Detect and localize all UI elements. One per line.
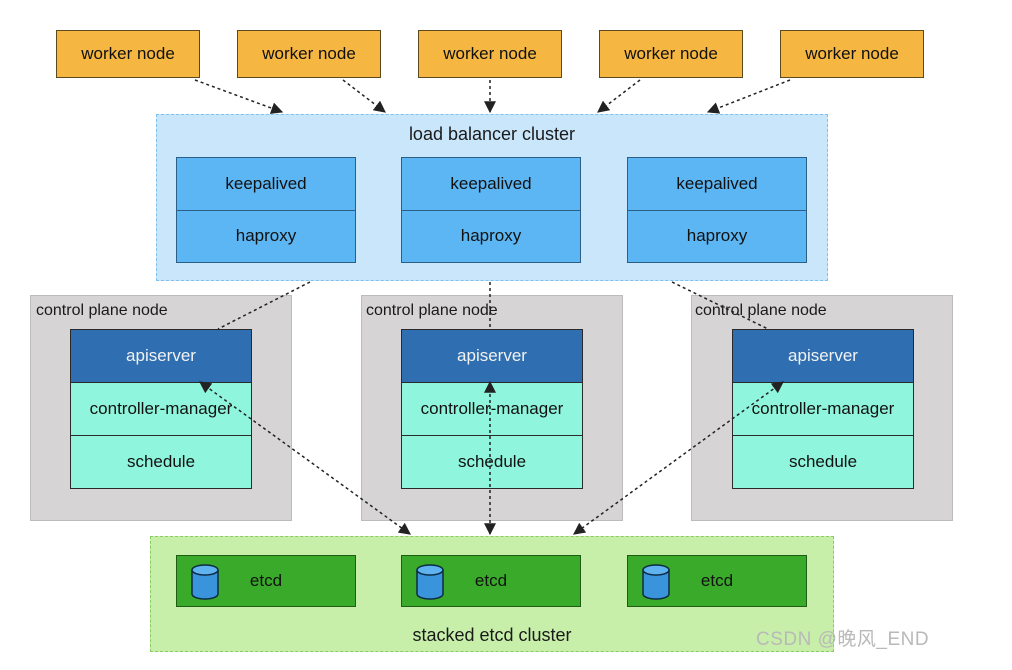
- etcd-label: etcd: [249, 571, 283, 590]
- worker-node-label: worker node: [443, 44, 537, 63]
- worker-node-label: worker node: [805, 44, 899, 63]
- csdn-watermark: CSDN @晚风_END: [756, 629, 930, 650]
- control-plane-node-label: control plane node: [695, 302, 827, 319]
- lb-node-3: keepalived haproxy: [627, 157, 807, 263]
- database-icon: [416, 564, 444, 600]
- control-plane-node-label: control plane node: [36, 302, 168, 319]
- worker-node-4: worker node: [599, 30, 743, 78]
- control-plane-stack-2: apiserver controller-manager schedule: [401, 329, 583, 489]
- worker-node-label: worker node: [81, 44, 175, 63]
- etcd-node-1: etcd: [176, 555, 356, 607]
- worker-node-1: worker node: [56, 30, 200, 78]
- stacked-etcd-cluster-title: stacked etcd cluster: [412, 625, 572, 645]
- etcd-label: etcd: [700, 571, 734, 590]
- etcd-node-2: etcd: [401, 555, 581, 607]
- database-icon: [642, 564, 670, 600]
- worker-node-5: worker node: [780, 30, 924, 78]
- control-plane-node-label: control plane node: [366, 302, 498, 319]
- worker-node-label: worker node: [624, 44, 718, 63]
- apiserver: apiserver: [733, 330, 913, 382]
- worker-1-to-lb: [194, 79, 284, 114]
- etcd-label: etcd: [474, 571, 508, 590]
- controller-manager: controller-manager: [71, 382, 251, 435]
- haproxy-label: haproxy: [628, 209, 806, 263]
- worker-node-2: worker node: [237, 30, 381, 78]
- controller-manager: controller-manager: [733, 382, 913, 435]
- lb-node-2: keepalived haproxy: [401, 157, 581, 263]
- database-icon: [191, 564, 219, 600]
- scheduler: schedule: [402, 435, 582, 488]
- worker-4-to-lb: [597, 79, 641, 113]
- etcd-node-3: etcd: [627, 555, 807, 607]
- control-plane-stack-3: apiserver controller-manager schedule: [732, 329, 914, 489]
- worker-node-3: worker node: [418, 30, 562, 78]
- keepalived-label: keepalived: [676, 173, 758, 193]
- apiserver: apiserver: [402, 330, 582, 382]
- worker-2-to-lb: [342, 79, 386, 113]
- lb-node-1: keepalived haproxy: [176, 157, 356, 263]
- load-balancer-cluster-title: load balancer cluster: [408, 124, 576, 144]
- worker-node-label: worker node: [262, 44, 356, 63]
- haproxy-label: haproxy: [177, 209, 355, 263]
- apiserver: apiserver: [71, 330, 251, 382]
- haproxy-label: haproxy: [402, 209, 580, 263]
- keepalived-label: keepalived: [225, 173, 307, 193]
- keepalived-label: keepalived: [450, 173, 532, 193]
- controller-manager: controller-manager: [402, 382, 582, 435]
- scheduler: schedule: [71, 435, 251, 488]
- worker-5-to-lb: [706, 79, 791, 114]
- control-plane-stack-1: apiserver controller-manager schedule: [70, 329, 252, 489]
- scheduler: schedule: [733, 435, 913, 488]
